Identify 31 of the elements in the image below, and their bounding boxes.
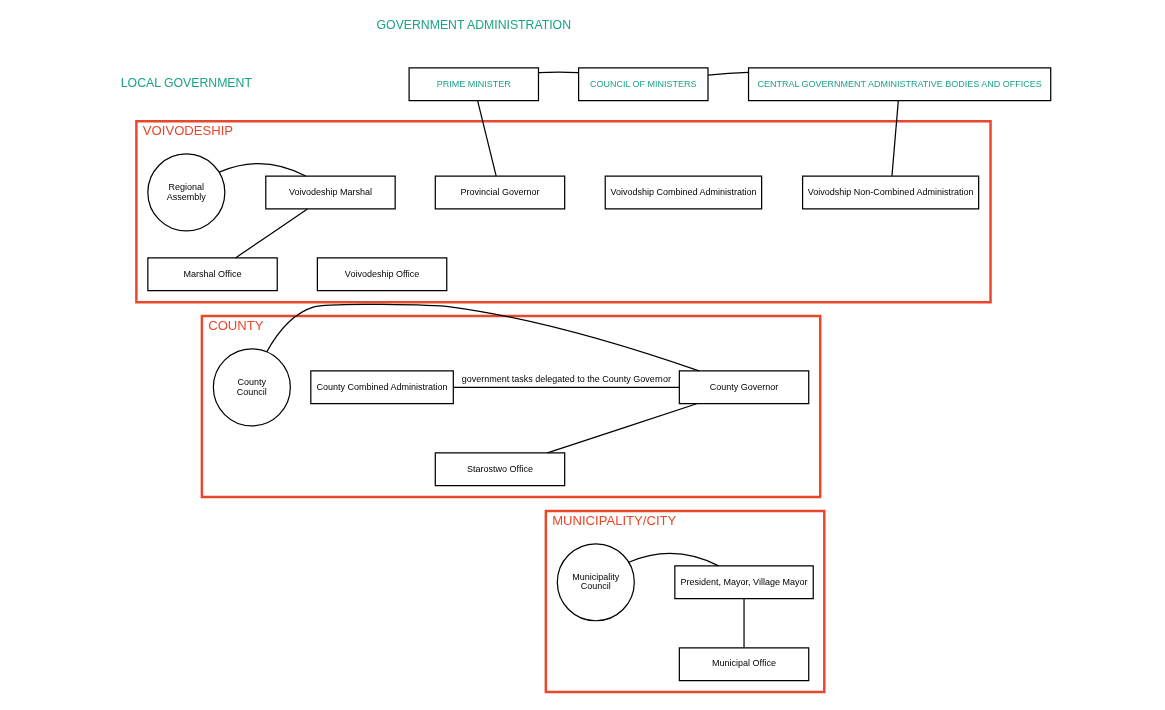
node-box: Voivodship Combined Administration xyxy=(604,175,763,210)
connector xyxy=(218,163,307,177)
node-box: Voivodeship Office xyxy=(316,257,448,292)
node-box: PRIME MINISTER xyxy=(408,67,540,102)
connector xyxy=(477,100,497,177)
connector xyxy=(452,386,680,388)
connector xyxy=(707,71,750,76)
node-box: Voivodship Non-Combined Administration xyxy=(801,175,980,210)
connector xyxy=(743,598,745,649)
node-circle: Regional Assembly xyxy=(147,153,226,232)
label: GOVERNMENT ADMINISTRATION xyxy=(376,18,572,33)
node-circle: Municipality Council xyxy=(556,543,635,622)
connector xyxy=(266,303,700,372)
connector xyxy=(538,71,579,74)
node-box: County Combined Administration xyxy=(310,370,454,405)
node-box: County Governor xyxy=(678,370,810,405)
node-box: Marshal Office xyxy=(147,257,278,292)
node-box: Municipal Office xyxy=(678,647,810,682)
node-box: Starostwo Office xyxy=(434,452,566,487)
edge-label: government tasks delegated to the County Governor xyxy=(461,374,671,385)
node-circle: County Council xyxy=(212,348,291,427)
connector xyxy=(546,403,698,454)
connector xyxy=(628,552,720,567)
label: LOCAL GOVERNMENT xyxy=(120,76,252,91)
node-box: COUNCIL OF MINISTERS xyxy=(578,67,709,102)
node-box: Provincial Governor xyxy=(434,175,566,210)
node-box: Voivodeship Marshal xyxy=(265,175,396,210)
connector xyxy=(234,208,309,259)
connector xyxy=(891,100,899,177)
node-box: CENTRAL GOVERNMENT ADMINISTRATIVE BODIES AND OFFICES xyxy=(747,67,1052,102)
node-box: President, Mayor, Village Mayor xyxy=(674,565,814,600)
